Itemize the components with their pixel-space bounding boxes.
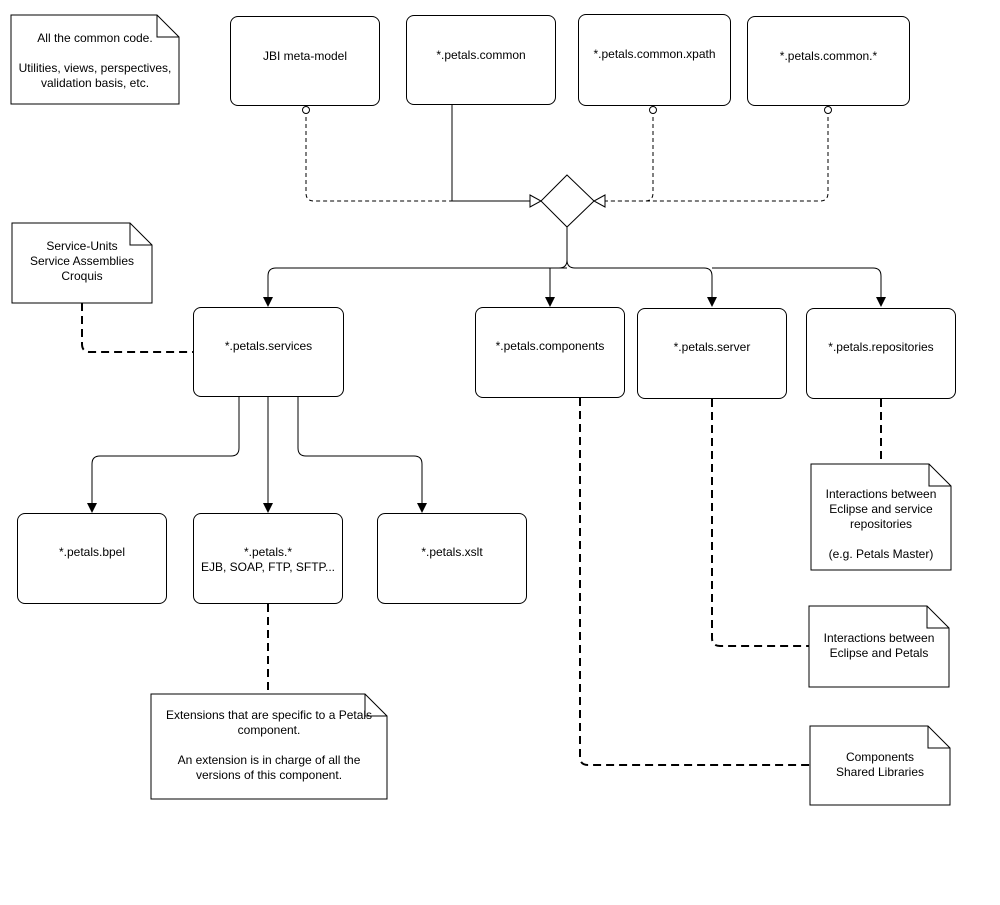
note-common-code bbox=[10, 14, 180, 105]
note-eclipse-petals bbox=[808, 605, 950, 688]
module-bpel: *.petals.bpel bbox=[17, 513, 167, 604]
note-line: All the common code. bbox=[37, 31, 153, 45]
note-line: Utilities, views, perspectives, bbox=[18, 61, 172, 75]
link-to-server bbox=[566, 259, 717, 307]
note-extensions bbox=[150, 693, 388, 800]
note-repositories bbox=[810, 463, 952, 571]
merge-diamond bbox=[540, 174, 595, 228]
link-to-services bbox=[263, 267, 567, 307]
module-label: *.petals.server bbox=[673, 340, 751, 354]
module-components: *.petals.components bbox=[475, 307, 625, 398]
note-service-units-text: Service-Units Service Assemblies Croquis bbox=[12, 239, 152, 284]
module-label: *.petals.bpel bbox=[58, 545, 126, 559]
note-link-components bbox=[579, 398, 810, 766]
dependency-common bbox=[451, 105, 530, 202]
port-circle-common-star bbox=[824, 106, 832, 114]
hollow-arrow-left bbox=[529, 194, 543, 208]
link-diamond-down bbox=[558, 227, 568, 269]
note-common-code-text: All the common code. Utilities, views, p… bbox=[11, 31, 179, 91]
module-label: *.petals.common.xpath bbox=[593, 47, 716, 61]
note-line: component. bbox=[237, 723, 301, 737]
note-line: Service Assemblies bbox=[29, 254, 135, 268]
module-services: *.petals.services bbox=[193, 307, 344, 397]
note-line: Eclipse and Petals bbox=[829, 646, 929, 660]
note-service-units bbox=[11, 222, 153, 304]
note-shared-libraries bbox=[809, 725, 951, 806]
note-shared-libraries-text: Components Shared Libraries bbox=[810, 750, 950, 780]
note-line: Croquis bbox=[61, 269, 103, 283]
module-common-star: *.petals.common.* bbox=[747, 16, 910, 106]
note-line: Interactions between bbox=[823, 631, 935, 645]
module-xslt: *.petals.xslt bbox=[377, 513, 527, 604]
module-server: *.petals.server bbox=[637, 308, 787, 399]
port-circle-jbi bbox=[302, 106, 310, 114]
note-line bbox=[811, 532, 951, 547]
note-line: versions of this component. bbox=[195, 768, 343, 782]
dependency-common-star bbox=[605, 110, 829, 202]
note-line: Interactions between bbox=[825, 487, 937, 501]
module-petals-star: *.petals.* EJB, SOAP, FTP, SFTP... bbox=[193, 513, 343, 604]
note-link-server bbox=[711, 399, 809, 647]
link-to-repositories bbox=[712, 267, 886, 307]
note-eclipse-petals-text: Interactions between Eclipse and Petals bbox=[809, 631, 949, 661]
note-line: An extension is in charge of all the bbox=[177, 753, 361, 767]
link-services-bpel bbox=[87, 397, 240, 513]
port-circle-xpath bbox=[649, 106, 657, 114]
module-label: *.petals.common bbox=[436, 48, 526, 62]
module-common: *.petals.common bbox=[406, 15, 556, 105]
note-link-service-units bbox=[81, 303, 193, 353]
note-line: Eclipse and service bbox=[829, 502, 933, 516]
note-line bbox=[151, 738, 387, 753]
module-repositories: *.petals.repositories bbox=[806, 308, 956, 399]
module-label: *.petals.* bbox=[243, 545, 293, 559]
module-common-xpath: *.petals.common.xpath bbox=[578, 14, 731, 106]
module-label: *.petals.xslt bbox=[421, 545, 483, 559]
note-extensions-text: Extensions that are specific to a Petals… bbox=[151, 708, 387, 783]
note-line: Service-Units bbox=[46, 239, 118, 253]
note-line: Components bbox=[845, 750, 915, 764]
module-jbi-meta-model: JBI meta-model bbox=[230, 16, 380, 106]
module-sublabel: EJB, SOAP, FTP, SFTP... bbox=[200, 560, 336, 574]
note-line bbox=[11, 46, 179, 61]
note-line: Shared Libraries bbox=[835, 765, 925, 779]
dependency-jbi-meta-model bbox=[305, 110, 530, 202]
dependency-common-xpath bbox=[605, 110, 654, 202]
note-line: (e.g. Petals Master) bbox=[828, 547, 934, 561]
module-label: *.petals.components bbox=[495, 339, 605, 353]
note-line: validation basis, etc. bbox=[40, 76, 150, 90]
note-line: Extensions that are specific to a Petals bbox=[165, 708, 373, 722]
note-repositories-text: Interactions between Eclipse and service… bbox=[811, 487, 951, 562]
hollow-arrow-right bbox=[592, 194, 606, 208]
module-label: *.petals.repositories bbox=[828, 340, 934, 354]
module-label: *.petals.common.* bbox=[779, 49, 878, 63]
note-line: repositories bbox=[849, 517, 913, 531]
module-label: *.petals.services bbox=[224, 339, 313, 353]
module-label: JBI meta-model bbox=[262, 49, 348, 63]
link-services-xslt bbox=[297, 397, 427, 513]
